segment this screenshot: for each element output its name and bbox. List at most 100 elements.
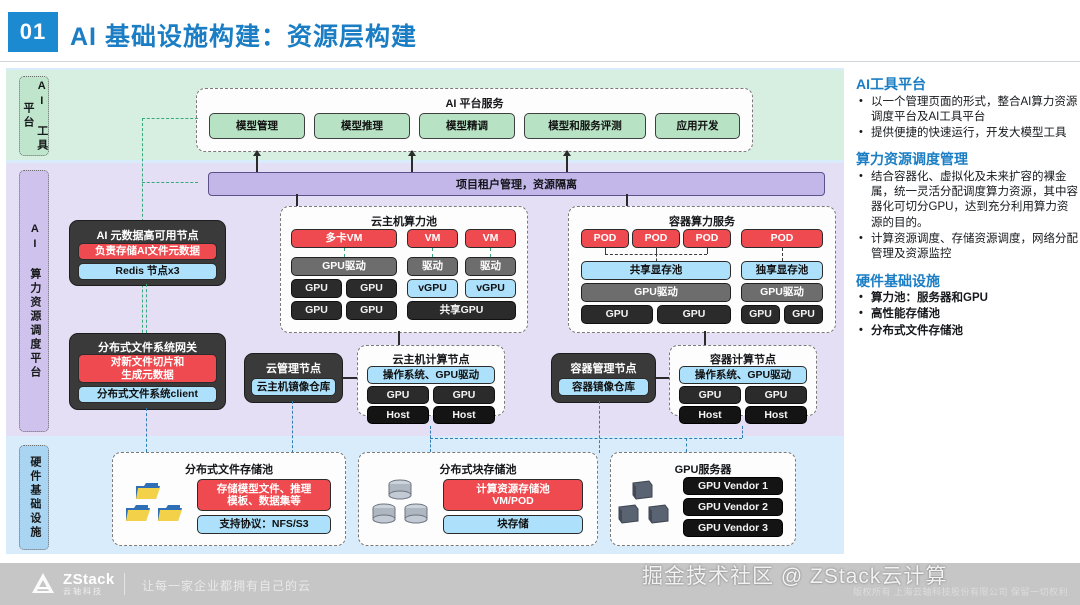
connector-pods-to-shared (656, 254, 657, 261)
shared-vram-pool[interactable]: 共享显存池 (581, 261, 731, 280)
vm-gpu-4[interactable]: GPU (346, 301, 397, 320)
fs-slicing-chip[interactable]: 对新文件切片和 生成元数据 (78, 354, 217, 383)
connector-containermgmt-down (599, 401, 600, 453)
arrow-platform-2 (407, 150, 416, 156)
pod-3[interactable]: POD (683, 229, 731, 248)
tenant-management-bar[interactable]: 项目租户管理，资源隔离 (208, 172, 825, 196)
vm-multi-gpu[interactable]: 多卡VM (291, 229, 397, 248)
panel-item: 提供便捷的快速运行，开发大模型工具 (856, 125, 1078, 141)
distributed-file-storage-pool: 分布式文件存储池 存储模型文件、推理 模板、数据集等 支持协议：NFS/S3 (112, 452, 346, 546)
panel-list-hardware-infrastructure: 算力池：服务器和GPU 高性能存储池 分布式文件存储池 (856, 290, 1078, 339)
vm-gpu-3[interactable]: GPU (291, 301, 342, 320)
connector-containerpool-containernode (704, 331, 706, 345)
container-gpu-4[interactable]: GPU (784, 305, 823, 324)
connector-cloudmgmt-vmnode (341, 377, 357, 379)
connector-pod-2-down (656, 248, 657, 254)
gpu-vendor-3[interactable]: GPU Vendor 3 (683, 519, 783, 537)
connector-containernode-down (742, 426, 743, 438)
gpu-vendor-1[interactable]: GPU Vendor 1 (683, 477, 783, 495)
connector-vm-multi-driver (344, 248, 345, 257)
container-compute-node: 容器计算节点 操作系统、GPU驱动 GPU GPU Host Host (669, 345, 817, 424)
vm-driver-a[interactable]: 驱动 (407, 257, 458, 276)
container-node-host-2[interactable]: Host (745, 406, 807, 424)
container-node-gpu-1[interactable]: GPU (679, 386, 741, 404)
vgpu-b[interactable]: vGPU (465, 279, 516, 298)
panel-item: 以一个管理页面的形式，整合AI算力资源调度平台及AI工具平台 (856, 94, 1078, 126)
pod-2[interactable]: POD (632, 229, 680, 248)
connector-tenant-vm (296, 194, 298, 206)
container-gpu-driver-1[interactable]: GPU驱动 (581, 283, 731, 302)
fs-slicing-line2: 生成元数据 (121, 368, 174, 381)
metadata-storage-chip[interactable]: 负责存储AI文件元数据 (78, 243, 217, 260)
connector-bottom-bus (430, 438, 742, 439)
cloud-management-node: 云管理节点 云主机镜像仓库 (244, 353, 343, 403)
section-number-badge: 01 (8, 12, 58, 52)
file-store-protocol-chip[interactable]: 支持协议：NFS/S3 (197, 515, 331, 534)
explanation-panel: AI工具平台 以一个管理页面的形式，整合AI算力资源调度平台及AI工具平台 提供… (856, 76, 1078, 546)
fs-client-chip[interactable]: 分布式文件系统client (78, 386, 217, 403)
distributed-fs-gateway-title: 分布式文件系统网关 (98, 342, 197, 354)
connector-platform-1 (256, 151, 258, 173)
block-store-purpose-chip[interactable]: 计算资源存储池 VM/POD (443, 479, 583, 511)
gpu-vendor-2[interactable]: GPU Vendor 2 (683, 498, 783, 516)
vm-node-host-1[interactable]: Host (367, 406, 429, 424)
brand-slogan: 让每一家企业都拥有自己的云 (142, 579, 312, 593)
vm-gpu-2[interactable]: GPU (346, 279, 397, 298)
container-node-gpu-2[interactable]: GPU (745, 386, 807, 404)
connector-bus-gpuserver (686, 438, 687, 452)
connector-pod-4-down (782, 248, 783, 261)
service-model-inference[interactable]: 模型推理 (314, 113, 410, 139)
vm-node-os-driver[interactable]: 操作系统、GPU驱动 (367, 366, 495, 384)
file-store-purpose-chip[interactable]: 存储模型文件、推理 模板、数据集等 (197, 479, 331, 511)
brand-subname: 云轴科技 (63, 586, 103, 596)
service-model-evaluation[interactable]: 模型和服务评测 (524, 113, 646, 139)
panel-list-ai-tool-platform: 以一个管理页面的形式，整合AI算力资源调度平台及AI工具平台 提供便捷的快速运行… (856, 94, 1078, 142)
container-compute-node-title: 容器计算节点 (710, 354, 776, 366)
pod-4[interactable]: POD (741, 229, 823, 248)
disk-icon-3 (404, 503, 428, 524)
connector-gateway-to-platform (142, 118, 198, 119)
container-image-repository[interactable]: 容器镜像仓库 (558, 378, 649, 396)
vm-node-gpu-2[interactable]: GPU (433, 386, 495, 404)
connector-cloudmgmt-down (292, 401, 293, 453)
page-title: AI 基础设施构建：资源层构建 (70, 23, 417, 51)
architecture-diagram: AI 工具平台 AI 算力资源调度平台 硬件基础设施 AI 平台服务 模型管理 … (6, 68, 844, 554)
service-model-management[interactable]: 模型管理 (209, 113, 305, 139)
vm-driver-b[interactable]: 驱动 (465, 257, 516, 276)
connector-platform-2 (411, 151, 413, 173)
service-model-finetune[interactable]: 模型精调 (419, 113, 515, 139)
fs-slicing-line1: 对新文件切片和 (110, 356, 185, 369)
exclusive-vram-pool[interactable]: 独享显存池 (741, 261, 823, 280)
connector-vm-b-driver (490, 248, 491, 257)
vm-node-gpu-1[interactable]: GPU (367, 386, 429, 404)
cloud-image-repository[interactable]: 云主机镜像仓库 (251, 378, 336, 396)
page-header: 01 AI 基础设施构建：资源层构建 (0, 0, 1080, 62)
container-node-host-1[interactable]: Host (679, 406, 741, 424)
brand-logo: ZStack 云轴科技 (30, 571, 115, 597)
block-store-type-chip[interactable]: 块存储 (443, 515, 583, 534)
container-gpu-2[interactable]: GPU (657, 305, 731, 324)
vm-b[interactable]: VM (465, 229, 516, 248)
container-gpu-driver-2[interactable]: GPU驱动 (741, 283, 823, 302)
panel-list-scheduling-management: 结合容器化、虚拟化及未来扩容的裸金属，统一灵活分配调度算力资源，其中容器化可切分… (856, 169, 1078, 263)
container-node-os-driver[interactable]: 操作系统、GPU驱动 (679, 366, 807, 384)
container-gpu-1[interactable]: GPU (581, 305, 653, 324)
vm-gpu-driver[interactable]: GPU驱动 (291, 257, 397, 276)
vm-a[interactable]: VM (407, 229, 458, 248)
distributed-file-storage-pool-title: 分布式文件存储池 (185, 464, 273, 476)
vm-node-host-2[interactable]: Host (433, 406, 495, 424)
footer-divider (124, 573, 125, 595)
shared-gpu[interactable]: 共享GPU (407, 301, 516, 320)
vgpu-a[interactable]: vGPU (407, 279, 458, 298)
redis-node-chip[interactable]: Redis 节点x3 (78, 263, 217, 280)
watermark: 掘金技术社区 @ ZStack云计算 (642, 565, 948, 588)
cloud-host-compute-node-title: 云主机计算节点 (392, 354, 470, 366)
container-gpu-3[interactable]: GPU (741, 305, 780, 324)
service-app-development[interactable]: 应用开发 (655, 113, 740, 139)
vm-gpu-1[interactable]: GPU (291, 279, 342, 298)
gpu-server-group: GPU服务器 GPU Vendor 1 GPU Vendor 2 GPU Ven… (610, 452, 796, 546)
band-label-hardware: 硬件基础设施 (19, 445, 49, 550)
file-store-line2: 模板、数据集等 (227, 495, 301, 507)
connector-gateway-filestore (146, 408, 147, 452)
pod-1[interactable]: POD (581, 229, 629, 248)
